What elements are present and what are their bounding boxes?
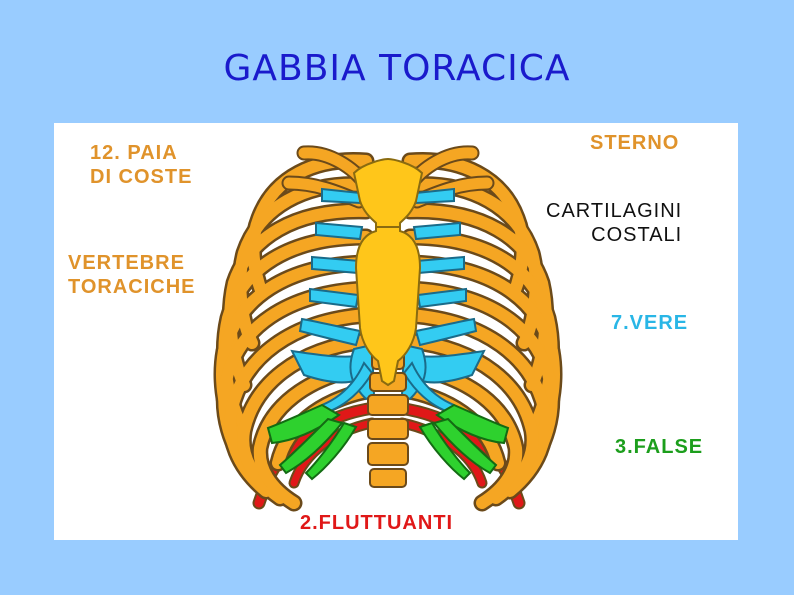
label-floating-ribs: 2.FLUTTUANTI (300, 511, 453, 535)
label-false-ribs: 3.FALSE (615, 435, 703, 459)
label-costal-cartilage-line2: COSTALI (546, 223, 682, 247)
page-title: GABBIA TORACICA (0, 48, 794, 89)
label-thoracic-vertebrae-line2: TORACICHE (68, 275, 196, 299)
label-costal-cartilage: CARTILAGINI COSTALI (546, 199, 682, 247)
label-true-ribs: 7.VERE (611, 311, 688, 335)
label-thoracic-vertebrae-line1: VERTEBRE (68, 251, 196, 275)
label-thoracic-vertebrae: VERTEBRE TORACICHE (68, 251, 196, 299)
label-rib-pairs-line2: DI COSTE (90, 165, 192, 189)
label-rib-pairs-line1: 12. PAIA (90, 141, 192, 165)
label-rib-pairs: 12. PAIA DI COSTE (90, 141, 192, 189)
label-costal-cartilage-line1: CARTILAGINI (546, 199, 682, 223)
diagram-panel: 12. PAIA DI COSTE STERNO CARTILAGINI COS… (54, 123, 738, 540)
label-sterno: STERNO (590, 131, 679, 155)
